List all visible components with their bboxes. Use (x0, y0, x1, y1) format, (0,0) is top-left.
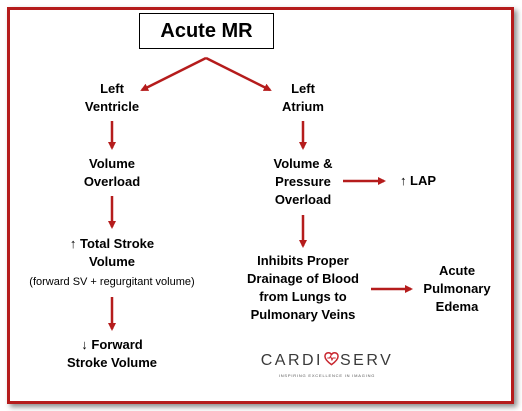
title-box: Acute MR (139, 13, 274, 49)
lap-text: ↑ LAP (399, 173, 437, 188)
acute-edema-line-3: Edema (435, 299, 479, 314)
left-ventricle-node: Left Ventricle (72, 80, 152, 116)
volume-overload-node: Volume Overload (62, 155, 162, 191)
total-stroke-volume-line-2: Volume (89, 254, 135, 269)
left-atrium-line-2: Atrium (282, 99, 324, 114)
inhibits-drainage-line-2: Drainage of Blood (247, 271, 359, 286)
heart-icon (324, 351, 339, 371)
diagram-frame (7, 7, 514, 404)
acute-pulmonary-edema-node: Acute Pulmonary Edema (412, 262, 502, 316)
volume-overload-line-1: Volume (89, 156, 135, 171)
cardioserv-logo: CARDI SERV INSPIRING EXCELLENCE IN IMAGI… (261, 351, 391, 378)
volume-overload-line-2: Overload (83, 174, 141, 189)
total-stroke-volume-line-1: ↑ Total Stroke (69, 236, 155, 251)
inhibits-drainage-node: Inhibits Proper Drainage of Blood from L… (238, 252, 368, 324)
forward-stroke-volume-node: ↓ Forward Stroke Volume (52, 336, 172, 372)
volume-pressure-overload-node: Volume & Pressure Overload (253, 155, 353, 209)
inhibits-drainage-line-1: Inhibits Proper (257, 253, 349, 268)
title-text: Acute MR (160, 19, 253, 42)
inhibits-drainage-line-3: from Lungs to (259, 289, 347, 304)
forward-stroke-volume-line-2: Stroke Volume (66, 355, 158, 370)
stroke-volume-note: (forward SV + regurgitant volume) (29, 276, 195, 288)
arrow-title-to-atrium (205, 56, 272, 92)
left-ventricle-line-1: Left (100, 81, 124, 96)
arrow-title-to-ventricle (140, 56, 207, 92)
left-ventricle-line-2: Ventricle (84, 99, 140, 114)
forward-stroke-volume-line-1: ↓ Forward (81, 337, 143, 352)
total-stroke-volume-node: ↑ Total Stroke Volume (47, 235, 177, 271)
acute-edema-line-2: Pulmonary (423, 281, 491, 296)
left-atrium-node: Left Atrium (263, 80, 343, 116)
volume-pressure-line-3: Overload (274, 192, 332, 207)
lap-node: ↑ LAP (388, 172, 448, 190)
logo-wordmark: CARDI SERV (261, 351, 391, 371)
volume-pressure-line-1: Volume & (273, 156, 333, 171)
inhibits-drainage-line-4: Pulmonary Veins (250, 307, 356, 322)
volume-pressure-line-2: Pressure (275, 174, 331, 189)
acute-edema-line-1: Acute (438, 263, 476, 278)
left-atrium-line-1: Left (291, 81, 315, 96)
logo-tagline: INSPIRING EXCELLENCE IN IMAGING (278, 373, 376, 378)
logo-word-left: CARDI (260, 352, 323, 369)
logo-word-right: SERV (340, 352, 394, 369)
